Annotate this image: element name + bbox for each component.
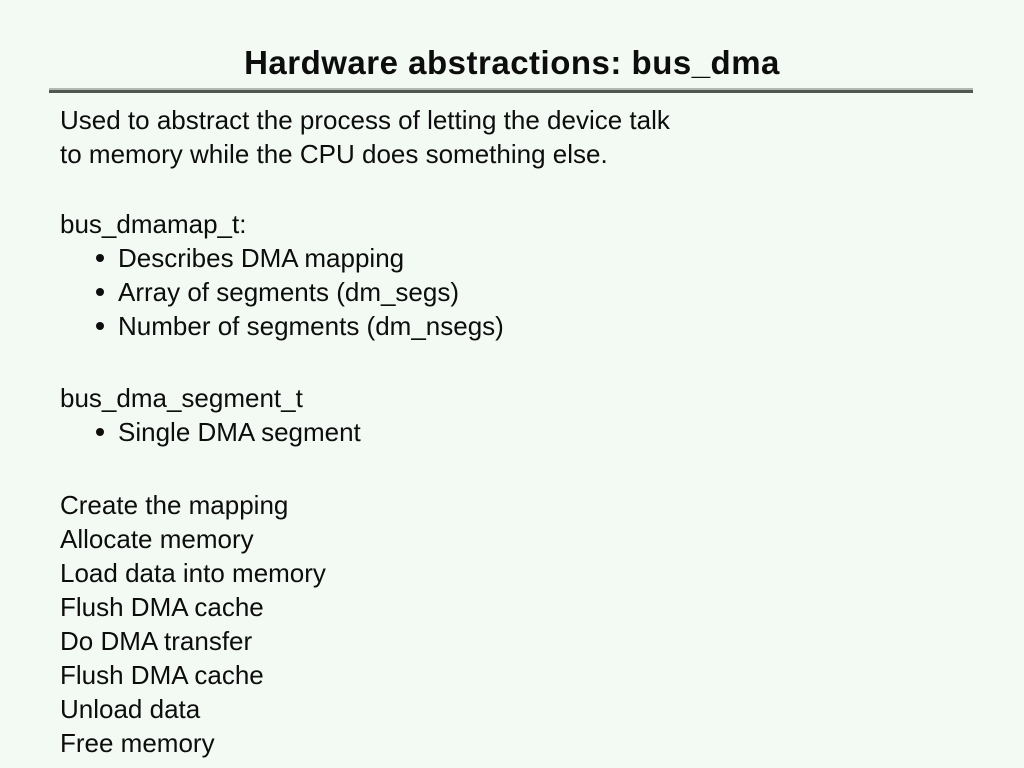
bullet-icon: [96, 322, 104, 330]
step-line: Unload data: [60, 694, 201, 724]
step-line: Flush DMA cache: [60, 592, 264, 622]
slide-title: Hardware abstractions: bus_dma: [244, 44, 780, 81]
vertical-spacer: [60, 343, 990, 381]
vertical-spacer: [60, 171, 990, 207]
slide-body: Used to abstract the process of letting …: [60, 103, 990, 760]
step-line: Flush DMA cache: [60, 660, 264, 690]
bullet-icon: [96, 428, 104, 436]
bullet-label: Describes DMA mapping: [118, 243, 405, 273]
section-heading-dmamap: bus_dmamap_t:: [60, 209, 247, 239]
bullet-item: Single DMA segment: [60, 415, 990, 449]
title-rule: [49, 88, 973, 93]
bullet-label: Single DMA segment: [118, 417, 361, 447]
bullet-item: Number of segments (dm_nsegs): [60, 309, 990, 343]
bullet-item: Describes DMA mapping: [60, 241, 990, 275]
bullet-item: Array of segments (dm_segs): [60, 275, 990, 309]
step-line: Create the mapping: [60, 490, 289, 520]
section-heading-segment: bus_dma_segment_t: [60, 383, 303, 413]
vertical-spacer: [60, 449, 990, 488]
intro-line: Used to abstract the process of letting …: [60, 105, 670, 135]
step-line: Load data into memory: [60, 558, 326, 588]
step-line: Do DMA transfer: [60, 626, 253, 656]
title-rule-highlight: [49, 88, 973, 90]
bullet-label: Number of segments (dm_nsegs): [118, 311, 504, 341]
bullet-icon: [96, 254, 104, 262]
intro-line: to memory while the CPU does something e…: [60, 139, 608, 169]
step-line: Free memory: [60, 728, 215, 758]
bullet-icon: [96, 288, 104, 296]
title-rule-shadow: [49, 90, 973, 93]
bullet-label: Array of segments (dm_segs): [118, 277, 460, 307]
step-line: Allocate memory: [60, 524, 254, 554]
